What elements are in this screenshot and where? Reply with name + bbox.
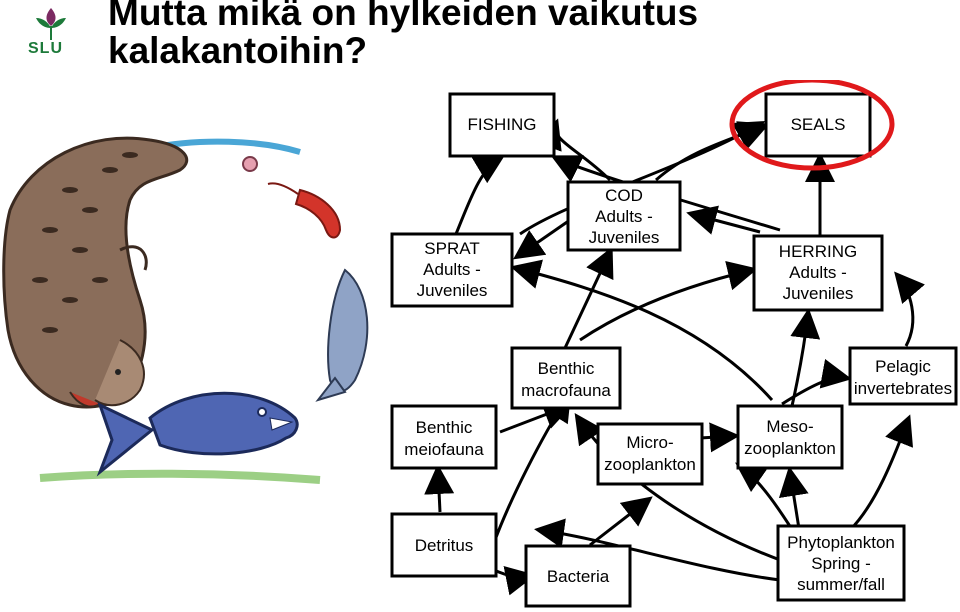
svg-text:HERRING: HERRING: [779, 242, 857, 261]
svg-text:COD: COD: [605, 186, 643, 205]
svg-text:SPRAT: SPRAT: [424, 239, 479, 258]
ground-line: [39, 469, 321, 484]
svg-text:meiofauna: meiofauna: [404, 440, 484, 459]
svg-text:Phytoplankton: Phytoplankton: [787, 533, 895, 552]
edge-cod-to-seals: [655, 121, 770, 182]
edge-phyto-to-macrofauna: [574, 413, 781, 562]
svg-text:Juveniles: Juveniles: [589, 228, 660, 247]
node-pelagic-invertebrates: Pelagic invertebrates: [848, 346, 958, 406]
svg-text:Benthic: Benthic: [538, 359, 595, 378]
edge-detritus-to-macrofauna: [493, 390, 572, 541]
svg-text:Detritus: Detritus: [415, 536, 474, 555]
node-bacteria: Bacteria: [524, 544, 632, 608]
seal-figure: [2, 136, 189, 409]
big-fish-figure: [96, 391, 299, 477]
svg-text:Juveniles: Juveniles: [417, 281, 488, 300]
node-benthic-meiofauna: Benthic meiofauna: [390, 404, 498, 470]
edge-sprat-to-fishing: [454, 154, 506, 235]
svg-text:invertebrates: invertebrates: [854, 379, 952, 398]
edge-macrofauna-to-cod: [563, 246, 614, 349]
seals-highlight-circle: [729, 80, 895, 171]
svg-text:Benthic: Benthic: [416, 418, 473, 437]
svg-text:summer/fall: summer/fall: [797, 575, 885, 594]
edge-macrofauna-to-herring: [579, 260, 758, 342]
svg-text:zooplankton: zooplankton: [604, 455, 696, 474]
edge-cod-to-fishing: [533, 118, 612, 182]
svg-text:Meso-: Meso-: [766, 417, 813, 436]
svg-text:Spring -: Spring -: [811, 554, 871, 573]
edge-cod-to-sprat: [513, 218, 571, 260]
svg-text:Adults -: Adults -: [595, 207, 653, 226]
node-microzooplankton: Micro- zooplankton: [596, 422, 704, 486]
slide-title: Mutta mikä on hylkeiden vaikutus kalakan…: [108, 0, 698, 70]
slu-logo: [18, 4, 84, 64]
edge-meso-to-pelagic: [781, 358, 852, 406]
svg-text:Pelagic: Pelagic: [875, 357, 931, 376]
slide-title-line-1: Mutta mikä on hylkeiden vaikutus: [108, 0, 699, 33]
node-seals: SEALS: [764, 92, 872, 158]
node-cod: COD Adults - Juveniles: [566, 180, 682, 252]
edge-micro-to-meso: [699, 422, 740, 453]
node-sprat: SPRAT Adults - Juveniles: [390, 232, 514, 308]
svg-text:Bacteria: Bacteria: [547, 567, 610, 586]
node-phytoplankton: Phytoplankton Spring - summer/fall: [776, 524, 906, 602]
food-web-edges: [424, 118, 926, 596]
svg-text:zooplankton: zooplankton: [744, 439, 836, 458]
logo-text: SLU: [28, 40, 63, 57]
svg-text:SEALS: SEALS: [791, 115, 846, 134]
seal-and-fish-illustration: [2, 136, 369, 484]
node-detritus: Detritus: [390, 512, 498, 578]
edge-phyto-to-pelagic: [848, 414, 914, 532]
shrimp-figure: [242, 156, 342, 239]
node-benthic-macrofauna: Benthic macrofauna: [510, 346, 622, 410]
food-web-diagram: FISHING SEALS COD Adults - Juveniles SPR…: [390, 80, 958, 608]
svg-text:FISHING: FISHING: [468, 115, 537, 134]
edge-herring-to-cod: [686, 205, 761, 235]
svg-text:Micro-: Micro-: [626, 433, 673, 452]
small-fish-figure: [315, 268, 369, 402]
svg-text:Adults -: Adults -: [789, 263, 847, 282]
slide-title-line-2: kalakantoihin?: [108, 30, 368, 71]
edge-bacteria-to-micro: [589, 496, 653, 547]
node-herring: HERRING Adults - Juveniles: [752, 234, 884, 312]
node-fishing: FISHING: [448, 92, 556, 158]
node-mesozooplankton: Meso- zooplankton: [736, 404, 844, 470]
edge-meso-to-sprat: [510, 259, 774, 402]
svg-text:macrofauna: macrofauna: [521, 381, 611, 400]
edge-detritus-to-meiofauna: [424, 464, 455, 513]
edge-phyto-to-detritus: [534, 518, 781, 582]
svg-text:Adults -: Adults -: [423, 260, 481, 279]
edge-pelagic-to-herring: [894, 271, 926, 347]
svg-text:Juveniles: Juveniles: [783, 284, 854, 303]
